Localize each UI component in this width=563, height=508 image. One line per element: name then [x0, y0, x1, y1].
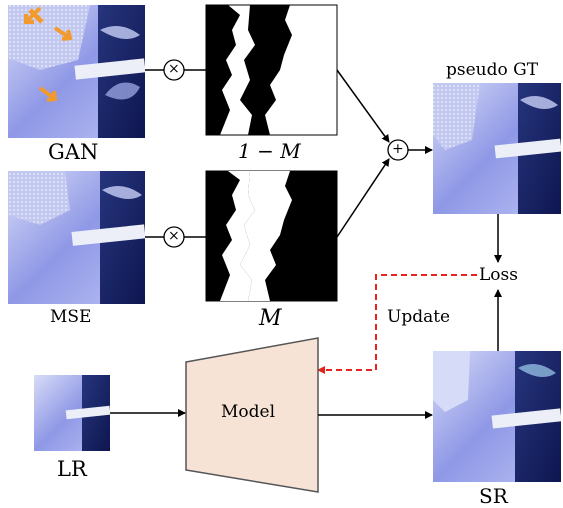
model-label: Model — [221, 402, 276, 422]
model-block — [185, 337, 319, 493]
multiply-symbol-top: × — [168, 61, 180, 77]
multiply-symbol-bottom: × — [168, 228, 180, 244]
top-branch-arrow — [336, 69, 390, 143]
add-symbol: + — [392, 141, 404, 157]
loss-label: Loss — [479, 265, 518, 285]
mse-image — [8, 171, 146, 304]
gan-highlight-arrows — [24, 6, 73, 102]
mask-inverse-image — [205, 4, 338, 136]
update-label: Update — [387, 307, 451, 327]
gan-label: GAN — [48, 140, 99, 164]
m-label: M — [259, 306, 282, 331]
bottom-branch-arrow — [336, 158, 390, 238]
mask-image — [205, 170, 338, 302]
one-minus-m-label: 1 − M — [238, 139, 301, 163]
gan-image — [8, 5, 146, 138]
mse-label: MSE — [50, 307, 92, 327]
pseudo-gt-label: pseudo GT — [446, 60, 539, 80]
pseudo-gt-image — [433, 83, 562, 214]
sr-image — [433, 351, 562, 482]
update-arrow — [317, 274, 477, 374]
lr-image — [34, 375, 111, 451]
lr-label: LR — [57, 457, 87, 481]
sr-label: SR — [479, 484, 508, 508]
